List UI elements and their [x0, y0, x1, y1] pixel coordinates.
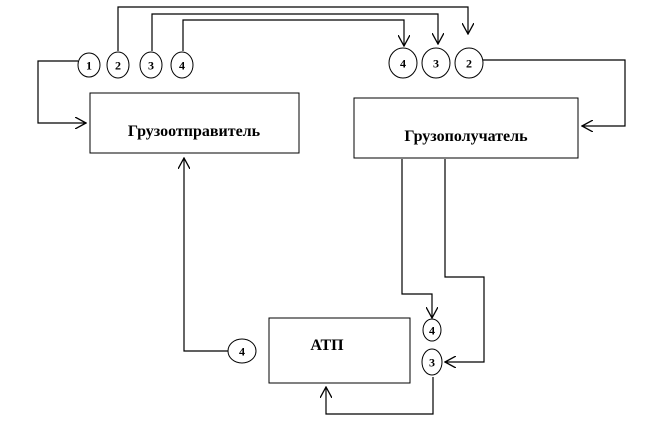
flow-3-atp-arrow [326, 377, 434, 415]
box-shipper: Грузоотправитель [89, 92, 300, 154]
marker-atp-right-3: 3 [421, 348, 443, 376]
svg-text:3: 3 [433, 57, 439, 71]
box-atp-label: АТП [310, 337, 344, 354]
svg-text:4: 4 [429, 324, 435, 338]
box-atp: АТП [268, 317, 411, 384]
marker-right-2: 2 [454, 47, 484, 79]
box-consignee-label: Грузополучатель [404, 128, 528, 145]
marker-right-3: 3 [421, 47, 451, 79]
flow-3-top-arrow [151, 13, 438, 51]
marker-left-1: 1 [77, 52, 101, 78]
flow-4-shipper-arrow [184, 158, 228, 352]
marker-right-4: 4 [388, 47, 418, 79]
svg-text:4: 4 [400, 57, 406, 71]
flow-4-down-arrow [401, 159, 432, 318]
flow-4-top-arrow [182, 19, 404, 51]
marker-left-4: 4 [170, 51, 194, 79]
svg-text:3: 3 [429, 356, 435, 370]
flow-2-top-arrow [117, 6, 468, 51]
marker-atp-right-4: 4 [422, 318, 442, 342]
flow-2-consignee-arrow [483, 59, 626, 126]
svg-text:4: 4 [239, 345, 245, 359]
svg-text:2: 2 [115, 59, 121, 73]
box-consignee: Грузополучатель [353, 97, 579, 159]
flow-3-down-arrow [445, 159, 485, 362]
marker-left-3: 3 [139, 51, 163, 79]
box-shipper-label: Грузоотправитель [128, 123, 261, 140]
marker-atp-left-4: 4 [227, 338, 257, 364]
flow-1-arrow [37, 60, 86, 123]
svg-text:3: 3 [148, 59, 154, 73]
svg-text:4: 4 [179, 59, 185, 73]
svg-text:1: 1 [86, 59, 92, 73]
svg-text:2: 2 [466, 57, 472, 71]
marker-left-2: 2 [106, 51, 130, 79]
